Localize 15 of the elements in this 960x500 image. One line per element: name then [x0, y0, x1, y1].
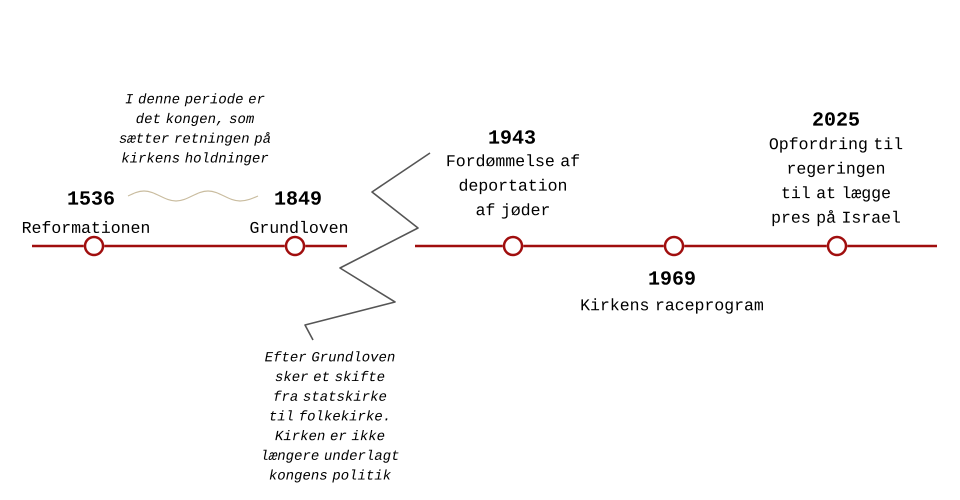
year-label: 1849 [275, 191, 321, 205]
timeline-line [523, 244, 664, 248]
timeline-line [104, 244, 285, 248]
event-description: Reformationen [22, 220, 149, 234]
event-description: Opfordring til regeringen til at lægge pres på Israel [770, 137, 902, 226]
event-description: Grundloven [250, 220, 348, 234]
timeline-line [684, 244, 827, 248]
event-description: Fordømmelse af deportation af jøder [447, 154, 580, 219]
year-label: 1943 [489, 130, 535, 144]
year-label: 1536 [68, 191, 114, 205]
event-description: Kirkens raceprogram [581, 298, 763, 314]
year-label: 2025 [813, 112, 859, 126]
year-label: 1969 [649, 271, 695, 285]
note-text: I denne periode er det kongen, som sætter retningen på kirkens holdninger [120, 93, 270, 166]
note-text: Efter Grundloven sker et skifte fra statskirke til folkekirke. Kirken er ikke længere underlagt kongens politik [263, 351, 398, 482]
